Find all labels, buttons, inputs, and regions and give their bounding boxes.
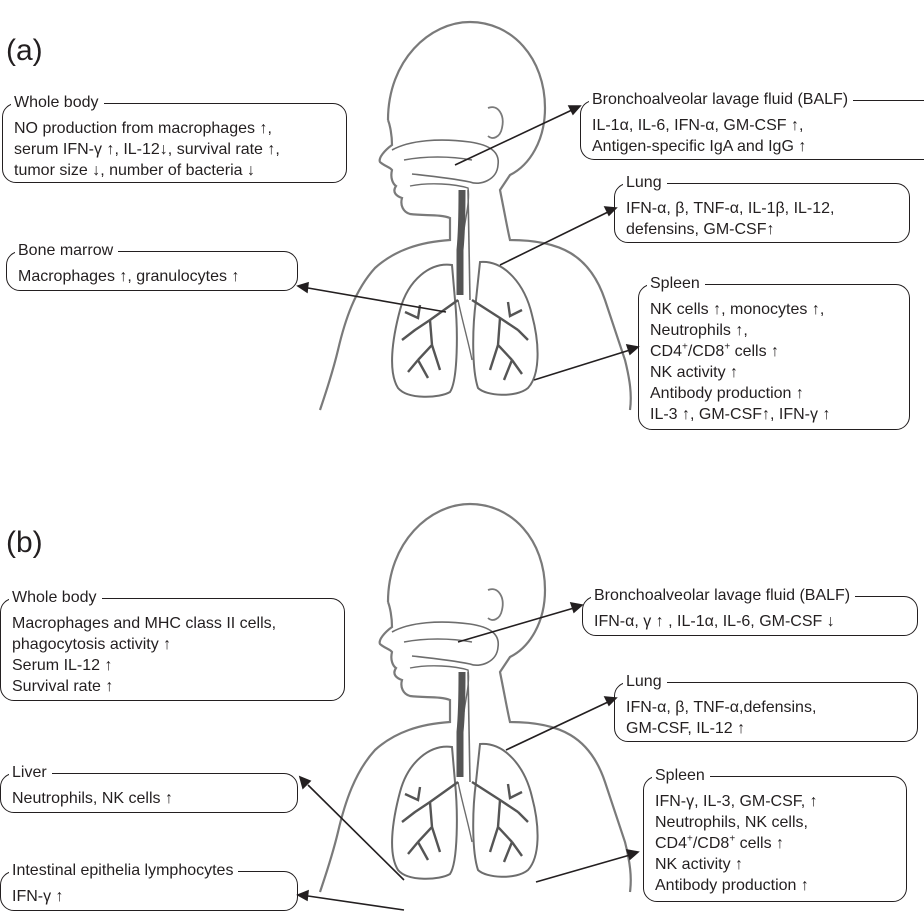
box-title: Whole body (11, 93, 104, 113)
arrow-a-balf (455, 110, 572, 165)
box-line: Antibody production ↑ (650, 383, 899, 404)
arrow-a-bone-marrow (308, 288, 446, 312)
arrowhead-a-spleen (627, 345, 638, 354)
arrow-b-spleen (536, 855, 630, 882)
balf-box-a: Bronchoalveolar lavage fluid (BALF) IL-1… (580, 100, 924, 160)
box-title: Bone marrow (15, 241, 118, 261)
box-line: tumor size ↓, number of bacteria ↓ (14, 160, 336, 181)
box-line: IFN-α, β, TNF-α,defensins, (626, 697, 907, 718)
arrowhead-b-intestinal (298, 891, 308, 900)
box-title: Liver (9, 763, 52, 783)
box-title: Bronchoalveolar lavage fluid (BALF) (589, 90, 853, 110)
box-line: Neutrophils, NK cells, (655, 812, 896, 833)
box-line: IL-3 ↑, GM-CSF↑, IFN-γ ↑ (650, 404, 899, 425)
spleen-box-a: Spleen NK cells ↑, monocytes ↑, Neutroph… (638, 284, 910, 430)
panel-a-body (320, 22, 631, 410)
box-title: Lung (623, 672, 667, 692)
box-line: IFN-α, β, TNF-α, IL-1β, IL-12, (626, 198, 899, 219)
arrow-a-spleen (534, 350, 630, 380)
spleen-box-b: Spleen IFN-γ, IL-3, GM-CSF, ↑ Neutrophil… (643, 776, 907, 902)
arrowhead-a-balf (569, 106, 580, 114)
box-line: Serum IL-12 ↑ (12, 655, 334, 676)
box-title: Whole body (9, 588, 102, 608)
box-title: Intestinal epithelia lymphocytes (9, 861, 238, 881)
box-title: Bronchoalveolar lavage fluid (BALF) (591, 586, 855, 606)
whole-body-box-a: Whole body NO production from macrophage… (2, 103, 347, 183)
panel-b-body (320, 504, 631, 892)
box-line: Macrophages and MHC class II cells, (12, 613, 334, 634)
box-line-cd4-cd8: CD4+/CD8+ cells ↑ (655, 833, 896, 854)
whole-body-box-b: Whole body Macrophages and MHC class II … (0, 598, 345, 701)
box-line: NK activity ↑ (650, 362, 899, 383)
arrowhead-a-bone-marrow (298, 283, 308, 292)
box-title: Spleen (647, 274, 705, 294)
box-line: GM-CSF, IL-12 ↑ (626, 718, 907, 739)
panel-b-label: (b) (6, 528, 43, 558)
box-title: Lung (623, 173, 667, 193)
box-line: NK cells ↑, monocytes ↑, (650, 299, 899, 320)
panel-a-label: (a) (6, 36, 43, 66)
box-line: Neutrophils, NK cells ↑ (12, 788, 287, 809)
box-line: defensins, GM-CSF↑ (626, 219, 899, 240)
box-line: NO production from macrophages ↑, (14, 118, 336, 139)
intestinal-box-b: Intestinal epithelia lymphocytes IFN-γ ↑ (0, 871, 298, 911)
box-line: IFN-γ ↑ (12, 886, 287, 907)
arrow-a-lung (500, 212, 608, 265)
box-line: IFN-γ, IL-3, GM-CSF, ↑ (655, 791, 896, 812)
box-line: serum IFN-γ ↑, IL-12↓, survival rate ↑, (14, 139, 336, 160)
box-line-cd4-cd8: CD4+/CD8+ cells ↑ (650, 341, 899, 362)
lung-box-b: Lung IFN-α, β, TNF-α,defensins, GM-CSF, … (614, 682, 918, 742)
box-line: Antigen-specific IgA and IgG ↑ (592, 136, 916, 157)
arrow-b-intestinal (308, 896, 404, 910)
bone-marrow-box-a: Bone marrow Macrophages ↑, granulocytes … (6, 251, 298, 291)
box-line: phagocytosis activity ↑ (12, 634, 334, 655)
arrowhead-b-balf (571, 603, 582, 612)
box-line: Survival rate ↑ (12, 676, 334, 697)
arrow-b-lung (506, 702, 608, 750)
arrow-b-liver (308, 785, 404, 880)
box-line: IL-1α, IL-6, IFN-α, GM-CSF ↑, (592, 115, 916, 136)
box-line: Antibody production ↑ (655, 875, 896, 896)
balf-box-b: Bronchoalveolar lavage fluid (BALF) IFN-… (582, 596, 918, 636)
box-title: Spleen (652, 766, 710, 786)
liver-box-b: Liver Neutrophils, NK cells ↑ (0, 773, 298, 813)
lung-box-a: Lung IFN-α, β, TNF-α, IL-1β, IL-12, defe… (614, 183, 910, 243)
box-line: IFN-α, γ ↑ , IL-1α, IL-6, GM-CSF ↓ (594, 611, 907, 632)
box-line: NK activity ↑ (655, 854, 896, 875)
box-line: Neutrophils ↑, (650, 320, 899, 341)
box-line: Macrophages ↑, granulocytes ↑ (18, 266, 287, 287)
